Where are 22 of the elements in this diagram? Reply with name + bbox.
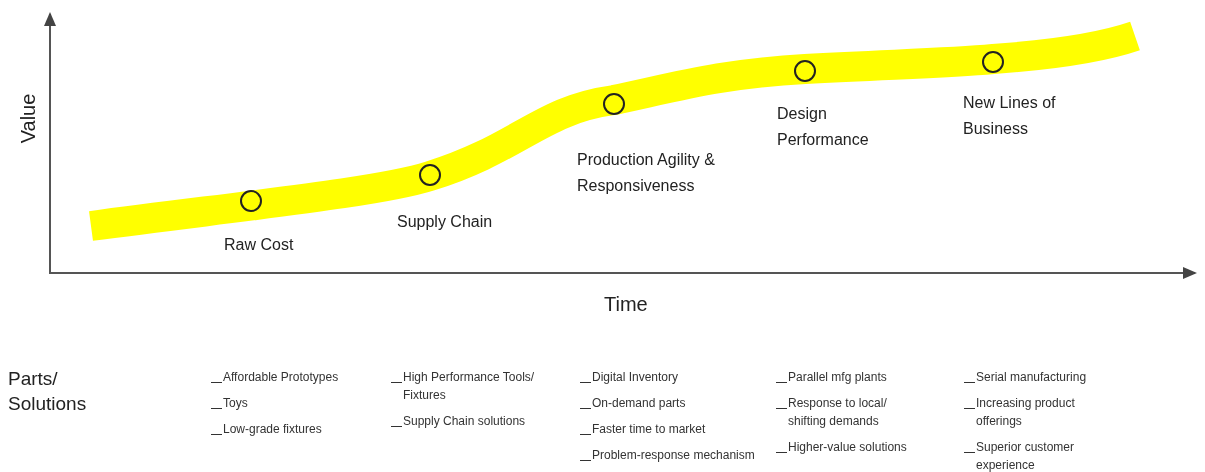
milestone-circle [240, 190, 262, 212]
milestone-label: Production Agility & Responsiveness [577, 150, 716, 196]
list-item: Superior customer experience [964, 438, 1106, 472]
list-item: Parallel mfg plants [776, 368, 928, 386]
list-item: Toys [211, 394, 393, 412]
list-item: Increasing product offerings [964, 394, 1106, 430]
list-item: Supply Chain solutions [391, 412, 578, 430]
list-item: Affordable Prototypes [211, 368, 393, 386]
milestone-label: Supply Chain [397, 212, 494, 232]
milestone-circle [794, 60, 816, 82]
milestone-circle [603, 93, 625, 115]
list-item: Serial manufacturing [964, 368, 1106, 386]
milestone-circle [419, 164, 441, 186]
milestone-label: Design Performance [777, 104, 870, 150]
axis-title: Time [604, 293, 648, 316]
axis-title: Value [17, 93, 41, 144]
milestone-label: New Lines of Business [963, 93, 1057, 139]
milestone-label: Raw Cost [224, 235, 295, 255]
milestone-circle [982, 51, 1004, 73]
section-heading: Parts/ Solutions [8, 367, 88, 416]
list-item: Low-grade fixtures [211, 420, 393, 438]
list-item: High Performance Tools/ Fixtures [391, 368, 578, 404]
